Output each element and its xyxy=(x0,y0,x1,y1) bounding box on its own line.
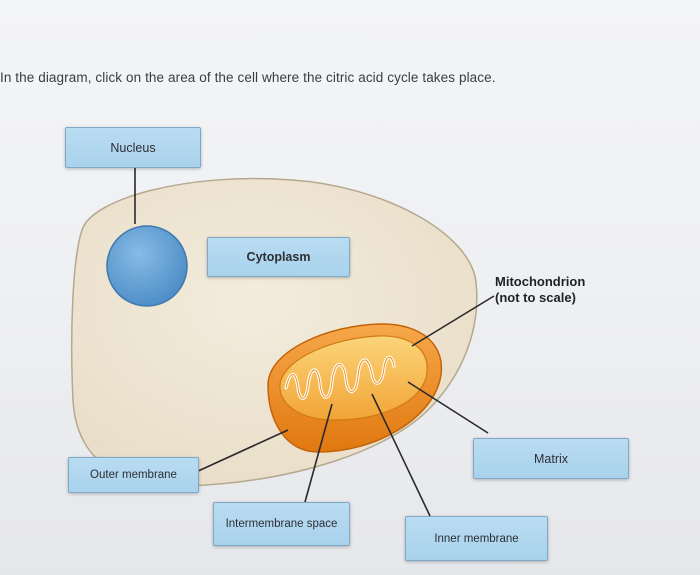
mitochondrion-label-line2: (not to scale) xyxy=(495,290,576,305)
nucleus-label[interactable]: Nucleus xyxy=(65,127,201,168)
nucleus-region[interactable] xyxy=(106,225,188,307)
inner-membrane-leader-line xyxy=(371,393,431,517)
matrix-leader-line xyxy=(407,381,489,434)
cytoplasm-label[interactable]: Cytoplasm xyxy=(207,237,350,277)
question-prompt: In the diagram, click on the area of the… xyxy=(0,70,496,85)
mitochondrion-leader-line xyxy=(411,295,495,347)
mitochondrion-label: Mitochondrion (not to scale) xyxy=(495,274,585,306)
leader-lines xyxy=(134,168,495,517)
matrix-label[interactable]: Matrix xyxy=(473,438,629,479)
mitochondrion-label-line1: Mitochondrion xyxy=(495,274,586,289)
cristae-folds-outline xyxy=(285,356,395,399)
outer-membrane-label[interactable]: Outer membrane xyxy=(68,457,199,493)
outer-membrane-leader-line xyxy=(195,429,289,473)
intermembrane-leader-line xyxy=(304,403,333,503)
intermembrane-space-label[interactable]: Intermembrane space xyxy=(213,502,350,546)
inner-membrane-label[interactable]: Inner membrane xyxy=(405,516,548,561)
